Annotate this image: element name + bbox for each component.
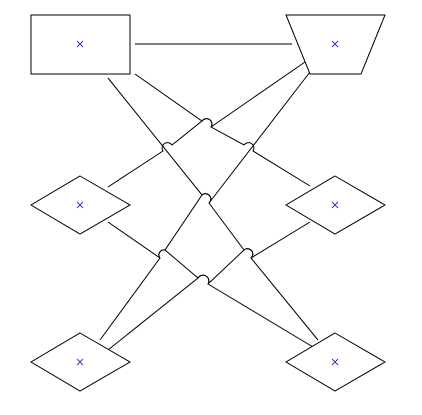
center-marker [331, 201, 339, 209]
node-rectangle-top-left[interactable] [30, 14, 131, 75]
center-marker [76, 358, 84, 366]
edge-n1-n6 [107, 77, 319, 341]
edge-n2-n5 [99, 71, 311, 341]
center-marker [331, 40, 339, 48]
node-diamond-middle-left[interactable] [30, 175, 131, 235]
node-diamond-bottom-left[interactable] [30, 332, 131, 392]
node-trapezoid-top-right[interactable] [285, 14, 386, 75]
edge-n2-n3 [107, 61, 306, 188]
edge-n4-n5 [107, 221, 311, 351]
nodes [30, 14, 386, 392]
edges [99, 43, 319, 351]
edge-n1-n4 [134, 73, 311, 187]
center-marker [76, 201, 84, 209]
center-marker [331, 358, 339, 366]
center-marker [76, 40, 84, 48]
node-diamond-bottom-right[interactable] [285, 332, 386, 392]
node-diamond-middle-right[interactable] [285, 175, 386, 235]
